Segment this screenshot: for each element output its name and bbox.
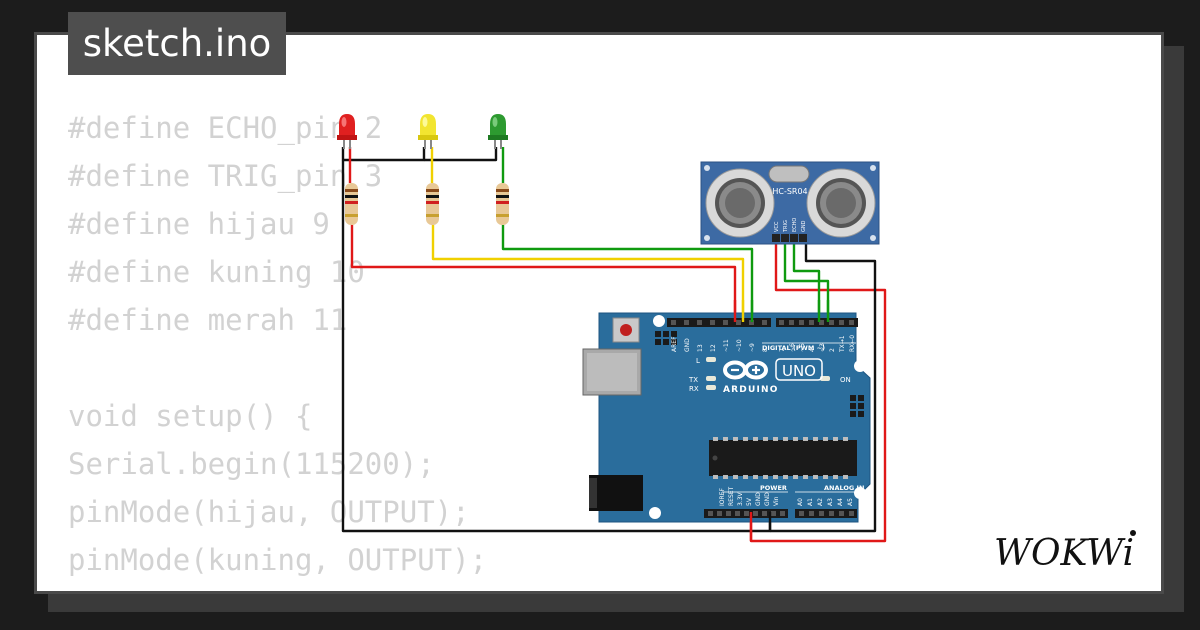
digital-label: DIGITAL (PWM ~): [762, 344, 825, 352]
led-green[interactable]: [488, 114, 508, 149]
code-line: pinMode(hijau, OUTPUT);: [68, 495, 470, 529]
wire-sensor-echo: [792, 240, 821, 322]
wire-green-pin9: [501, 225, 754, 322]
led-yellow[interactable]: [418, 114, 438, 149]
pin-label: 4: [809, 348, 816, 352]
sensor-pin-gnd-label: GND: [801, 220, 807, 232]
resistor-1[interactable]: [345, 183, 358, 225]
pin-label: GND: [764, 492, 771, 506]
digital-header-left[interactable]: [667, 318, 771, 327]
board-model: UNO: [782, 362, 816, 380]
sensor-pins[interactable]: [772, 234, 807, 242]
pin-label: A3: [827, 498, 834, 506]
led-red[interactable]: [337, 114, 357, 149]
arduino-uno[interactable]: AREF GND 13 12 ~11 ~10 ~9 8 7 ~6 ~5 4 ~3…: [582, 312, 871, 523]
pin-label: A5: [847, 498, 854, 506]
pin-label: 12: [710, 344, 717, 352]
sensor-pin-vcc-label: VCC: [774, 221, 780, 232]
pin-label: 5V: [746, 497, 753, 506]
sensor-pin-echo-label: ECHO: [792, 218, 798, 232]
pin-label: A4: [837, 498, 844, 506]
microcontroller-chip: [709, 437, 857, 479]
wire-gnd-bus: [341, 147, 426, 162]
board-leds: L TX RX ON: [688, 357, 851, 393]
pin-label: A0: [797, 498, 804, 506]
pin-label: 8: [762, 348, 769, 352]
sensor-pin-trig-label: TRIG: [783, 220, 789, 233]
code-preview: #define ECHO_pin 2 #define TRIG_pin 3 #def…: [68, 104, 488, 591]
sensor-model-label: HC-SR04: [772, 187, 807, 196]
wokwi-logo-text: WOKWi: [994, 533, 1134, 574]
pin-label: ~5: [799, 343, 806, 352]
wire-ends: [733, 300, 830, 541]
power-jack: [589, 475, 643, 511]
power-label: POWER: [760, 484, 787, 492]
power-header[interactable]: [704, 509, 788, 518]
code-line: void setup() {: [68, 399, 313, 433]
analog-header[interactable]: [795, 509, 857, 518]
pin-label: ~3: [819, 343, 826, 352]
code-line: #define kuning 10: [68, 255, 365, 289]
pin-label: A1: [807, 498, 814, 506]
resistor-2[interactable]: [426, 183, 439, 225]
pin-label: GND: [684, 338, 691, 352]
wokwi-logo: WOKWi: [994, 530, 1136, 574]
sensor-transducer-right: [806, 168, 876, 238]
pin-label: AREF: [671, 336, 678, 352]
code-line: #define hijau 9: [68, 207, 330, 241]
pin-label: RESET: [728, 486, 735, 506]
wire-red-pin11: [350, 225, 737, 322]
digital-pin-labels-left: AREF GND 13 12 ~11 ~10 ~9 8: [671, 336, 769, 352]
pin-label: ~11: [723, 339, 730, 352]
pin-label: 2: [829, 348, 836, 352]
code-line: #define ECHO_pin 2: [68, 111, 383, 145]
icsp-header-top: [655, 331, 677, 345]
sketch-filename-tab[interactable]: sketch.ino: [68, 12, 286, 75]
wire-yellow-pin10: [431, 225, 745, 322]
wire-sensor-gnd: [770, 240, 877, 533]
code-line: #define TRIG_pin 3: [68, 159, 383, 193]
digital-header-right[interactable]: [776, 318, 858, 327]
sensor-transducer-left: [705, 168, 775, 238]
pin-label: ~6: [789, 343, 796, 352]
led-label-rx: RX: [689, 385, 699, 393]
analog-pin-labels: A0 A1 A2 A3 A4 A5: [797, 498, 854, 506]
pin-label: A2: [817, 498, 824, 506]
power-pin-labels: IOREF RESET 3.3V 5V GND GND Vin: [719, 486, 780, 506]
arduino-infinity-icon: [723, 360, 768, 380]
pin-label: ~9: [749, 343, 756, 352]
ultrasonic-sensor[interactable]: HC-SR04 VCC TRIG ECHO GND: [700, 161, 880, 245]
board-brand: ARDUINO: [723, 385, 779, 395]
pin-label: 3.3V: [737, 491, 744, 506]
pin-label: IOREF: [719, 488, 726, 506]
led-label-on: ON: [840, 376, 851, 384]
pin-label: 13: [697, 344, 704, 352]
uno-badge: [775, 358, 823, 381]
sensor-pin-labels: VCC TRIG ECHO GND: [774, 218, 807, 233]
led-label-tx: TX: [688, 376, 698, 384]
code-line: #define merah 11: [68, 303, 348, 337]
resistor-3[interactable]: [496, 183, 509, 225]
pin-label: ~10: [736, 339, 743, 352]
pin-label: Vin: [773, 496, 780, 506]
led-label-l: L: [696, 357, 700, 365]
wire-gnd-bus-2: [424, 147, 498, 162]
icsp-header-right: [850, 395, 864, 417]
pin-label: TX→1: [839, 335, 846, 353]
analog-label: ANALOG IN: [824, 484, 864, 492]
pin-label: GND: [755, 492, 762, 506]
code-line: pinMode(kuning, OUTPUT);: [68, 543, 488, 577]
reset-button[interactable]: [612, 317, 640, 343]
pin-label: 7: [779, 348, 786, 352]
code-line: Serial.begin(115200);: [68, 447, 435, 481]
